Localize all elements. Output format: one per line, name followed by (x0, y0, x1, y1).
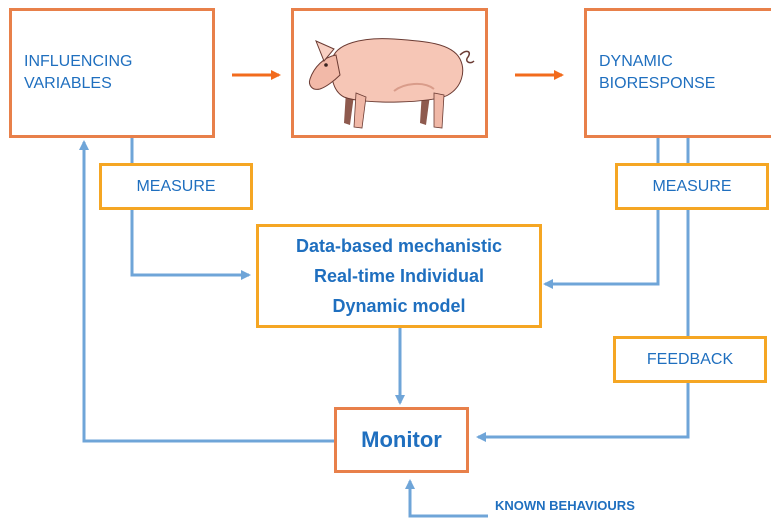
measure-left-label: MEASURE (136, 177, 216, 195)
influencing-variables-box: INFLUENCING VARIABLES (9, 8, 215, 138)
measure-right-box: MEASURE (615, 163, 769, 210)
model-line1: Data-based mechanistic (295, 236, 503, 256)
measure-right-label: MEASURE (652, 177, 732, 195)
model-line2: Real-time Individual (313, 266, 485, 286)
pig-image-box (291, 8, 488, 138)
known-behaviours-label: KNOWN BEHAVIOURS (495, 497, 635, 515)
model-line3: Dynamic model (332, 296, 466, 316)
bioresponse-line1: DYNAMIC (599, 53, 673, 70)
influencing-line2: VARIABLES (24, 75, 112, 92)
pig-icon (309, 38, 475, 129)
feedback-label: FEEDBACK (646, 350, 734, 368)
influencing-line1: INFLUENCING (24, 53, 133, 70)
measure-left-box: MEASURE (99, 163, 253, 210)
monitor-box: Monitor (334, 407, 469, 473)
connector-monitor-to-influencing (79, 140, 334, 443)
connector-known-behaviours-to-monitor (405, 479, 488, 518)
connector-feedback-to-monitor (476, 135, 690, 442)
monitor-label: Monitor (361, 427, 442, 452)
model-box: Data-based mechanistic Real-time Individ… (256, 224, 542, 328)
feedback-box: FEEDBACK (613, 336, 767, 383)
bioresponse-line2: BIORESPONSE (599, 75, 716, 92)
known-behaviours-text: KNOWN BEHAVIOURS (495, 498, 635, 513)
dynamic-bioresponse-box: DYNAMIC BIORESPONSE (584, 8, 771, 138)
